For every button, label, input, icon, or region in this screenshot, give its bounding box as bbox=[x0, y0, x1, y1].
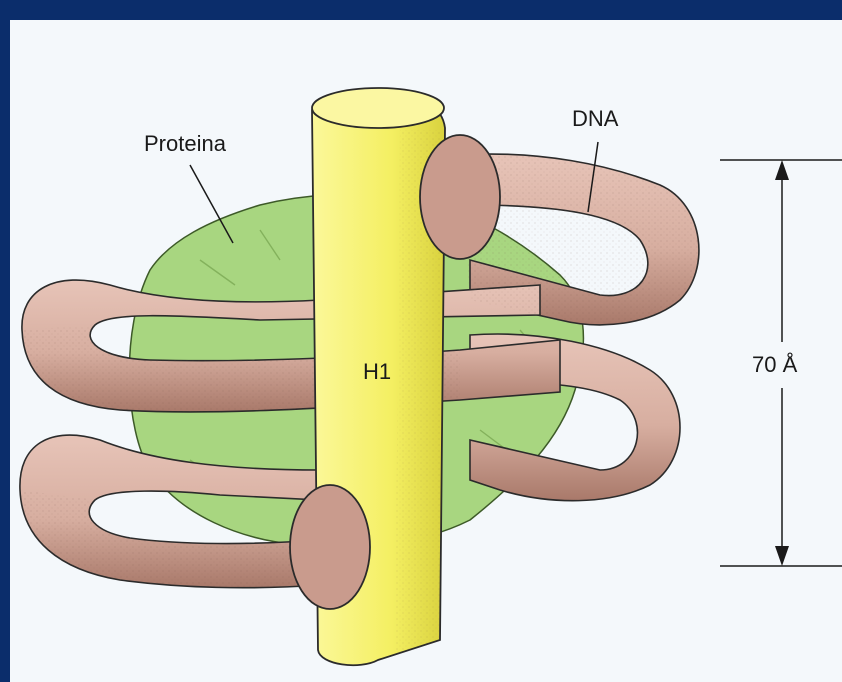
dna-label: DNA bbox=[572, 106, 618, 132]
protein-label: Proteina bbox=[144, 131, 226, 157]
dna-end-cap-top bbox=[420, 135, 500, 259]
histone-label: H1 bbox=[363, 359, 391, 385]
dimension-label: 70 Å bbox=[752, 352, 797, 378]
histone-rod-top bbox=[312, 88, 444, 128]
dna-end-cap-bottom bbox=[290, 485, 370, 609]
